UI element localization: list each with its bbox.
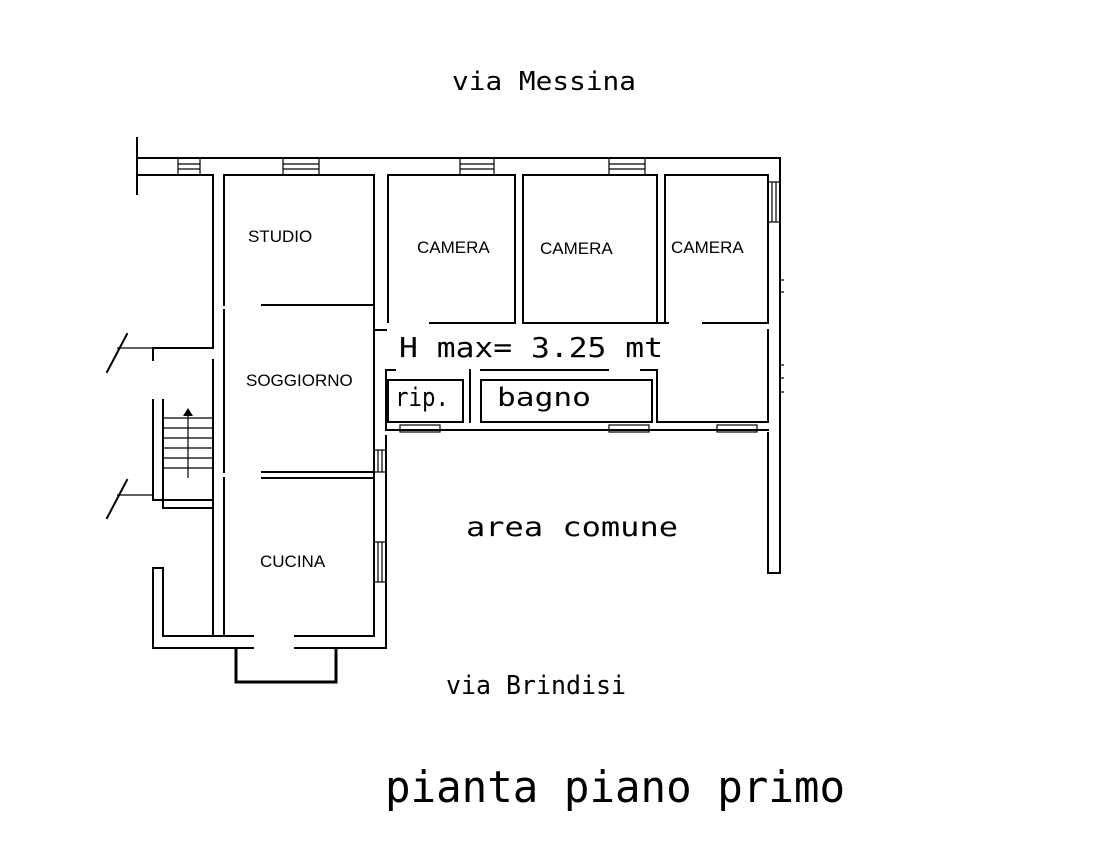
room-label-studio: STUDIO	[248, 227, 312, 246]
room-label-camera-3: CAMERA	[671, 238, 744, 257]
height-note: H max= 3.25 mt	[399, 331, 663, 364]
room-label-soggiorno: SOGGIORNO	[246, 371, 353, 390]
stair-arrow-icon	[183, 408, 193, 416]
room-label-bagno: bagno	[497, 383, 591, 413]
drawing-title: pianta piano primo	[385, 762, 845, 813]
room-label-area-comune: area comune	[466, 512, 678, 543]
street-south-label: via Brindisi	[446, 671, 626, 701]
room-label-camera-2: CAMERA	[540, 239, 613, 258]
room-label-cucina: CUCINA	[260, 552, 326, 571]
windows	[177, 157, 784, 583]
room-label-camera-1: CAMERA	[417, 238, 490, 257]
staircase	[163, 408, 213, 478]
street-north-label: via Messina	[452, 67, 636, 97]
room-label-ripostiglio: rip.	[395, 383, 449, 413]
